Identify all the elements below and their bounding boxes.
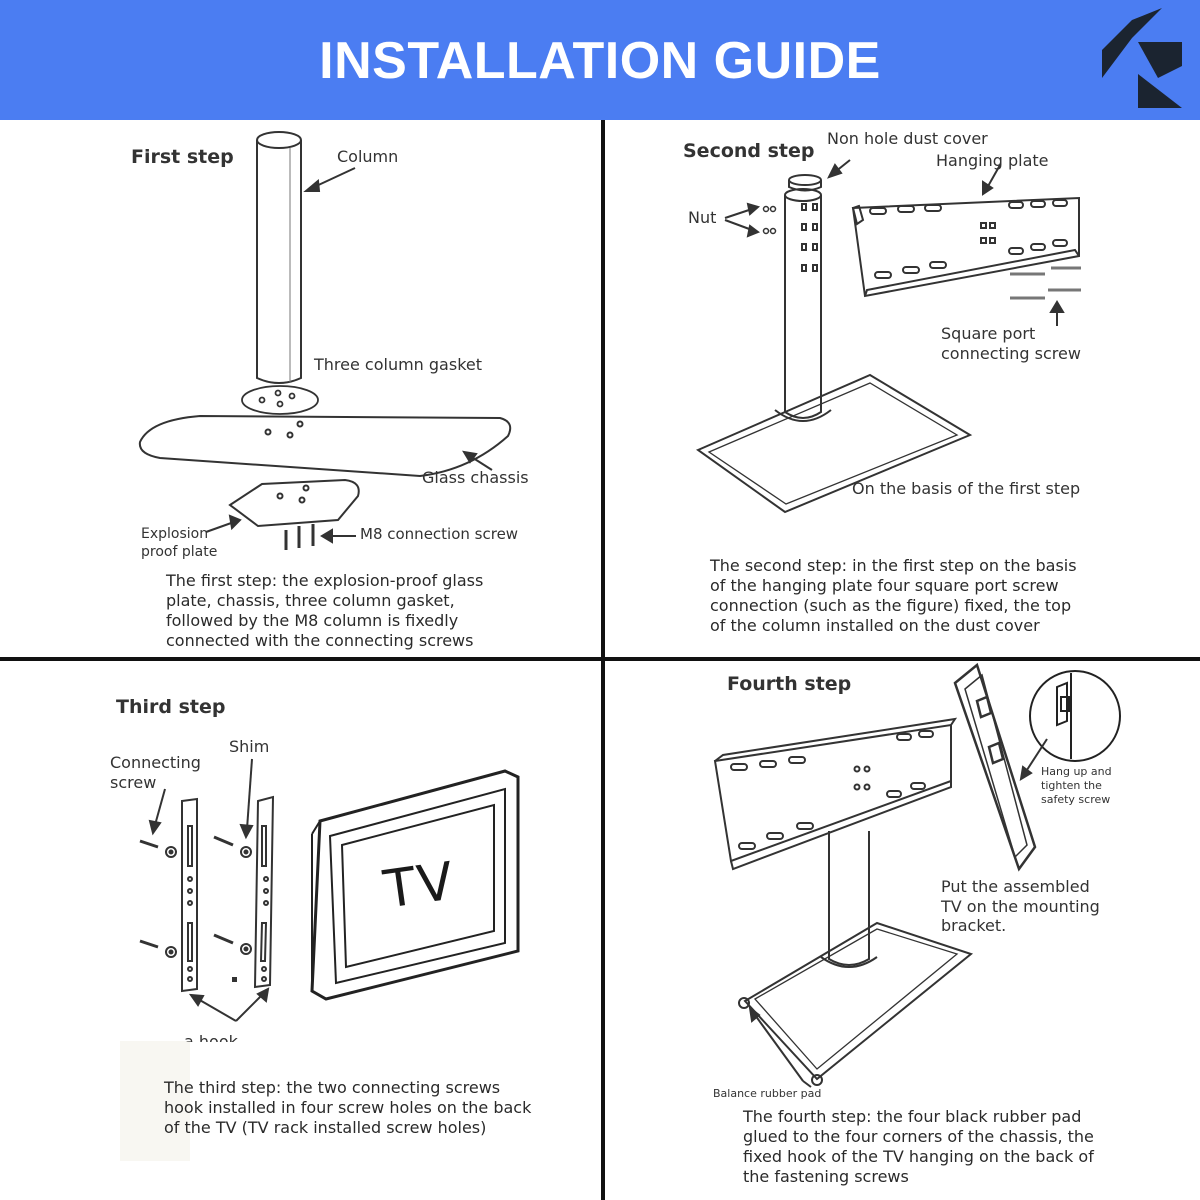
label-balance-rubber-pad: Balance rubber pad — [713, 1087, 822, 1100]
nuts-illustration — [762, 205, 777, 235]
step-1-description: The first step: the explosion-proof glas… — [166, 571, 484, 650]
gasket-illustration — [241, 385, 319, 415]
step-3-title: Third step — [116, 696, 226, 718]
explosion-plate-illustration — [228, 478, 360, 528]
label-tighten: tighten the — [1041, 779, 1102, 792]
label-a-hook: a hook — [184, 1032, 238, 1042]
step-4-description: The fourth step: the four black rubber p… — [743, 1107, 1094, 1186]
label-bracket: bracket. — [941, 916, 1007, 935]
m8-screws-illustration — [284, 524, 315, 550]
hanging-plate-illustration — [851, 196, 1080, 298]
label-explosion: Explosion — [141, 526, 209, 542]
column-illustration — [774, 188, 832, 422]
square-port-screws-illustration — [1010, 266, 1081, 300]
label-nut: Nut — [688, 208, 717, 227]
glass-base-illustration — [695, 373, 973, 514]
callout-arrows — [748, 738, 1048, 1088]
geometric-r-logo-icon — [1102, 8, 1182, 108]
step-3-diagram — [120, 758, 520, 1161]
label-glass-chassis: Glass chassis — [422, 468, 529, 487]
tv-illustration — [310, 769, 520, 1001]
hanging-plate-illustration — [713, 717, 958, 871]
tv-screen-label: TV — [380, 851, 460, 921]
label-three-column-gasket: Three column gasket — [314, 355, 483, 374]
glass-base-illustration — [738, 921, 974, 1086]
step-1-diagram — [138, 131, 512, 550]
label-put-assembled: Put the assembled — [941, 877, 1090, 896]
dust-cover-illustration — [788, 174, 822, 192]
step-1-panel: First step Column Three column gasket Gl… — [0, 120, 601, 657]
label-hanging-plate: Hanging plate — [936, 151, 1049, 170]
label-column: Column — [337, 147, 399, 166]
step-2-description: The second step: in the first step on th… — [710, 556, 1077, 635]
label-non-hole-dust-cover: Non hole dust cover — [827, 129, 988, 148]
tv-back-illustration — [953, 662, 1037, 872]
glass-chassis-illustration — [138, 414, 512, 478]
callout-arrows — [148, 758, 270, 1022]
label-safety-screw: safety screw — [1041, 793, 1111, 806]
label-square-port: Square port — [941, 324, 1036, 343]
label-shim: Shim — [229, 737, 270, 756]
column-illustration — [820, 831, 878, 968]
horizontal-divider — [0, 657, 1200, 661]
label-connecting: Connecting — [110, 753, 201, 772]
label-proof-plate: proof plate — [141, 544, 218, 560]
callout-arrows — [724, 159, 1065, 326]
column-illustration — [256, 131, 302, 384]
label-screw: screw — [110, 773, 157, 792]
step-4-diagram — [713, 662, 1121, 1088]
step-1-title: First step — [131, 146, 234, 168]
page-title: INSTALLATION GUIDE — [319, 32, 881, 90]
zoom-detail-illustration — [1029, 670, 1121, 762]
step-3-panel: Third step Connecting screw Shim TV a ho… — [0, 661, 601, 1200]
step-4-panel: Fourth step Hang up and tighten the safe… — [605, 661, 1200, 1200]
step-2-panel: Second step Non hole dust cover Hanging … — [605, 120, 1200, 657]
label-hang-up: Hang up and — [1041, 765, 1112, 778]
step-4-title: Fourth step — [727, 673, 852, 695]
step-3-description: The third step: the two connecting screw… — [164, 1078, 532, 1137]
paper-shade — [120, 1041, 190, 1161]
label-m8-connection-screw: M8 connection screw — [360, 525, 519, 543]
tv-brackets-illustration — [181, 795, 275, 993]
callout-arrows — [205, 167, 493, 544]
label-connecting-screw: connecting screw — [941, 344, 1081, 363]
label-tv-on-mounting: TV on the mounting — [941, 897, 1100, 916]
label-on-the-basis: On the basis of the first step — [852, 479, 1081, 498]
step-2-diagram — [695, 159, 1081, 514]
header-banner: INSTALLATION GUIDE — [0, 0, 1200, 120]
screws-and-shims-illustration — [139, 835, 252, 958]
step-2-title: Second step — [683, 140, 815, 162]
